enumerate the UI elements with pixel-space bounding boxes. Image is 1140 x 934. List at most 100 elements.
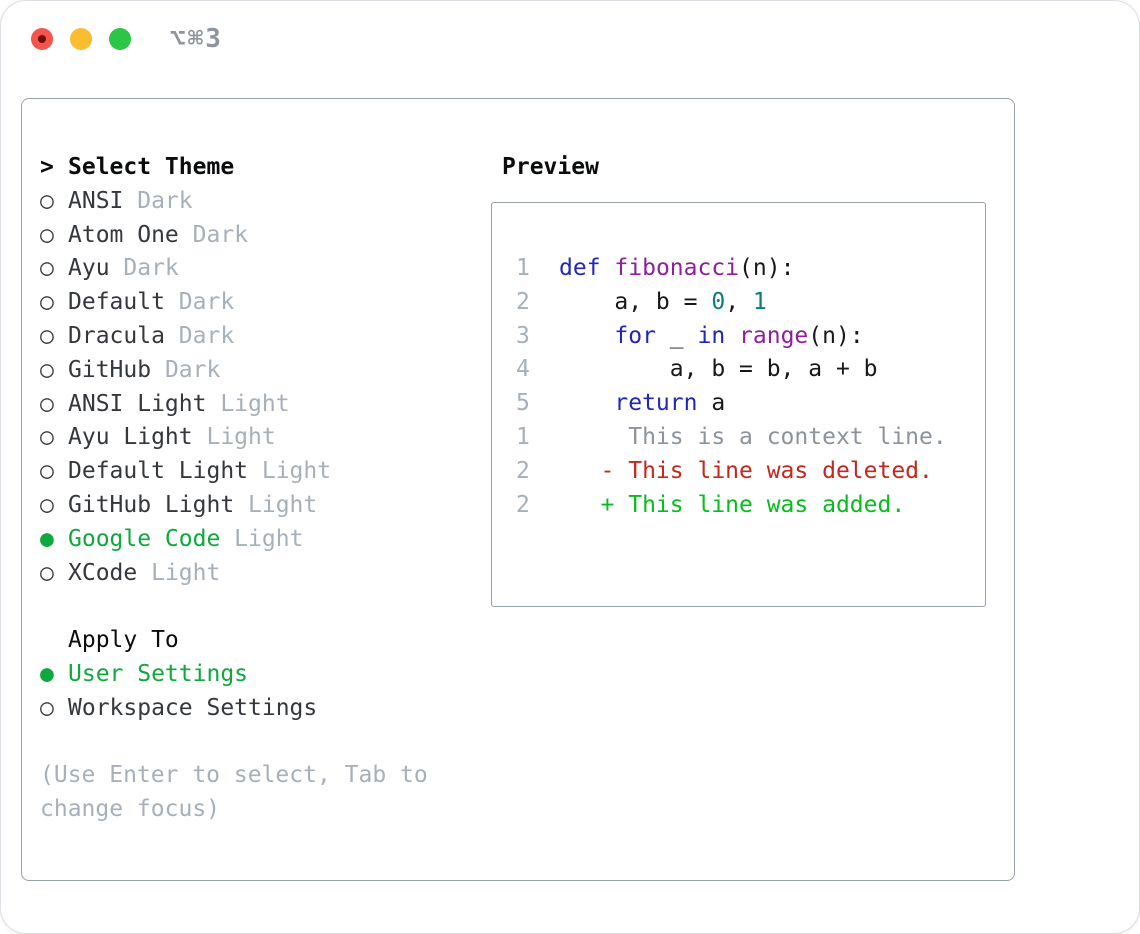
apply-option-user-settings[interactable]: ● User Settings <box>40 658 474 692</box>
theme-variant-tag: Light <box>248 491 318 518</box>
token-kw: in <box>697 322 726 349</box>
apply-to-indent <box>40 624 68 658</box>
theme-name: Default <box>68 289 165 316</box>
token-del: - This line was deleted. <box>559 457 933 484</box>
radio-unselected-icon: ○ <box>40 187 54 214</box>
apply-to-label: Apply To <box>68 627 179 654</box>
theme-name: XCode <box>68 559 138 586</box>
token-plain: (n): <box>808 322 864 349</box>
token-kw: for <box>614 322 656 349</box>
theme-variant-tag: Light <box>234 525 304 552</box>
theme-option-xcode-light[interactable]: ○ XCode Light <box>40 557 474 591</box>
theme-option-ansi-light-light[interactable]: ○ ANSI Light Light <box>40 388 474 422</box>
theme-variant-tag: Light <box>151 559 221 586</box>
token-kw: def <box>559 255 601 281</box>
theme-name: Google Code <box>68 525 221 552</box>
line-number: 4 <box>516 356 530 383</box>
line-content: a, b = 0, 1 <box>559 286 767 320</box>
theme-variant-tag: Light <box>261 458 332 485</box>
theme-name: Dracula <box>68 322 165 349</box>
token-plain: a <box>697 390 726 417</box>
token-plain <box>601 255 615 281</box>
theme-name: Ayu Light <box>68 424 193 451</box>
theme-name: ANSI Light <box>68 390 207 417</box>
window-titlebar: ⌥⌘3 <box>31 24 223 54</box>
apply-option-label: User Settings <box>68 660 249 687</box>
theme-option-default-dark[interactable]: ○ Default Dark <box>40 286 474 320</box>
theme-variant-tag: Light <box>220 390 290 417</box>
theme-name: GitHub Light <box>68 491 235 518</box>
window-title: ⌥⌘3 <box>170 23 223 54</box>
prompt-caret-icon: > <box>40 154 54 180</box>
token-lit: 0 <box>711 288 726 315</box>
theme-option-github-light-light[interactable]: ○ GitHub Light Light <box>40 489 474 523</box>
token-add: + This line was added. <box>559 491 906 518</box>
theme-variant-tag: Dark <box>137 187 193 214</box>
line-number: 1 <box>516 255 530 281</box>
diff-line-deleted: 2 - This line was deleted. <box>516 455 985 489</box>
radio-unselected-icon: ○ <box>40 255 54 282</box>
line-content: return a <box>559 387 725 421</box>
line-number: 3 <box>516 322 530 349</box>
token-plain: _ <box>655 322 698 349</box>
token-plain: a, b = b, a + b <box>559 356 878 383</box>
diff-line-context: 1 This is a context line. <box>516 421 985 455</box>
radio-unselected-icon: ○ <box>40 289 54 316</box>
close-button[interactable] <box>31 27 53 50</box>
radio-unselected-icon: ○ <box>40 694 54 721</box>
code-line: 4 a, b = b, a + b <box>516 353 985 387</box>
radio-unselected-icon: ○ <box>40 221 54 248</box>
line-content: - This line was deleted. <box>559 455 933 489</box>
line-content: + This line was added. <box>559 489 906 523</box>
radio-selected-icon: ● <box>40 660 54 687</box>
help-text: (Use Enter to select, Tab to change focu… <box>40 762 428 823</box>
zoom-button[interactable] <box>109 27 131 50</box>
theme-name: Atom One <box>68 221 179 248</box>
theme-name: Ayu <box>68 255 110 282</box>
line-number: 5 <box>516 390 530 417</box>
theme-name: GitHub <box>68 356 152 383</box>
line-number: 2 <box>516 288 530 315</box>
code-line: 5 return a <box>516 387 985 421</box>
apply-to-header: Apply To <box>40 624 474 658</box>
theme-variant-tag: Dark <box>123 255 179 282</box>
code-line: 1 def fibonacci(n): <box>516 252 985 286</box>
theme-variant-tag: Dark <box>178 289 235 316</box>
token-ctx: This is a context line. <box>559 423 947 450</box>
minimize-button[interactable] <box>70 27 92 50</box>
radio-unselected-icon: ○ <box>40 458 54 485</box>
token-plain: a, b = <box>559 288 712 315</box>
line-content: def fibonacci(n): <box>559 252 794 286</box>
apply-option-workspace-settings[interactable]: ○ Workspace Settings <box>40 692 474 726</box>
theme-option-atom-one-dark[interactable]: ○ Atom One Dark <box>40 219 474 253</box>
token-lit: 1 <box>752 288 767 315</box>
apply-option-label: Workspace Settings <box>68 694 318 721</box>
token-fn: fibonacci <box>614 255 740 281</box>
spacer <box>40 590 474 624</box>
token-plain <box>559 390 614 416</box>
token-plain: , <box>725 288 753 315</box>
radio-unselected-icon: ○ <box>40 491 54 518</box>
line-number: 2 <box>516 491 530 518</box>
radio-unselected-icon: ○ <box>40 424 54 451</box>
radio-unselected-icon: ○ <box>40 559 54 586</box>
radio-unselected-icon: ○ <box>40 322 54 349</box>
diff-line-added: 2 + This line was added. <box>516 489 985 523</box>
select-theme-label: Select Theme <box>68 154 235 180</box>
theme-variant-tag: Dark <box>192 221 249 248</box>
token-plain: (n): <box>739 255 795 281</box>
preview-label: Preview <box>502 154 599 180</box>
token-fn: range <box>739 322 809 349</box>
theme-option-ayu-dark[interactable]: ○ Ayu Dark <box>40 252 474 286</box>
radio-unselected-icon: ○ <box>40 390 54 417</box>
code-line: 2 a, b = 0, 1 <box>516 286 985 320</box>
